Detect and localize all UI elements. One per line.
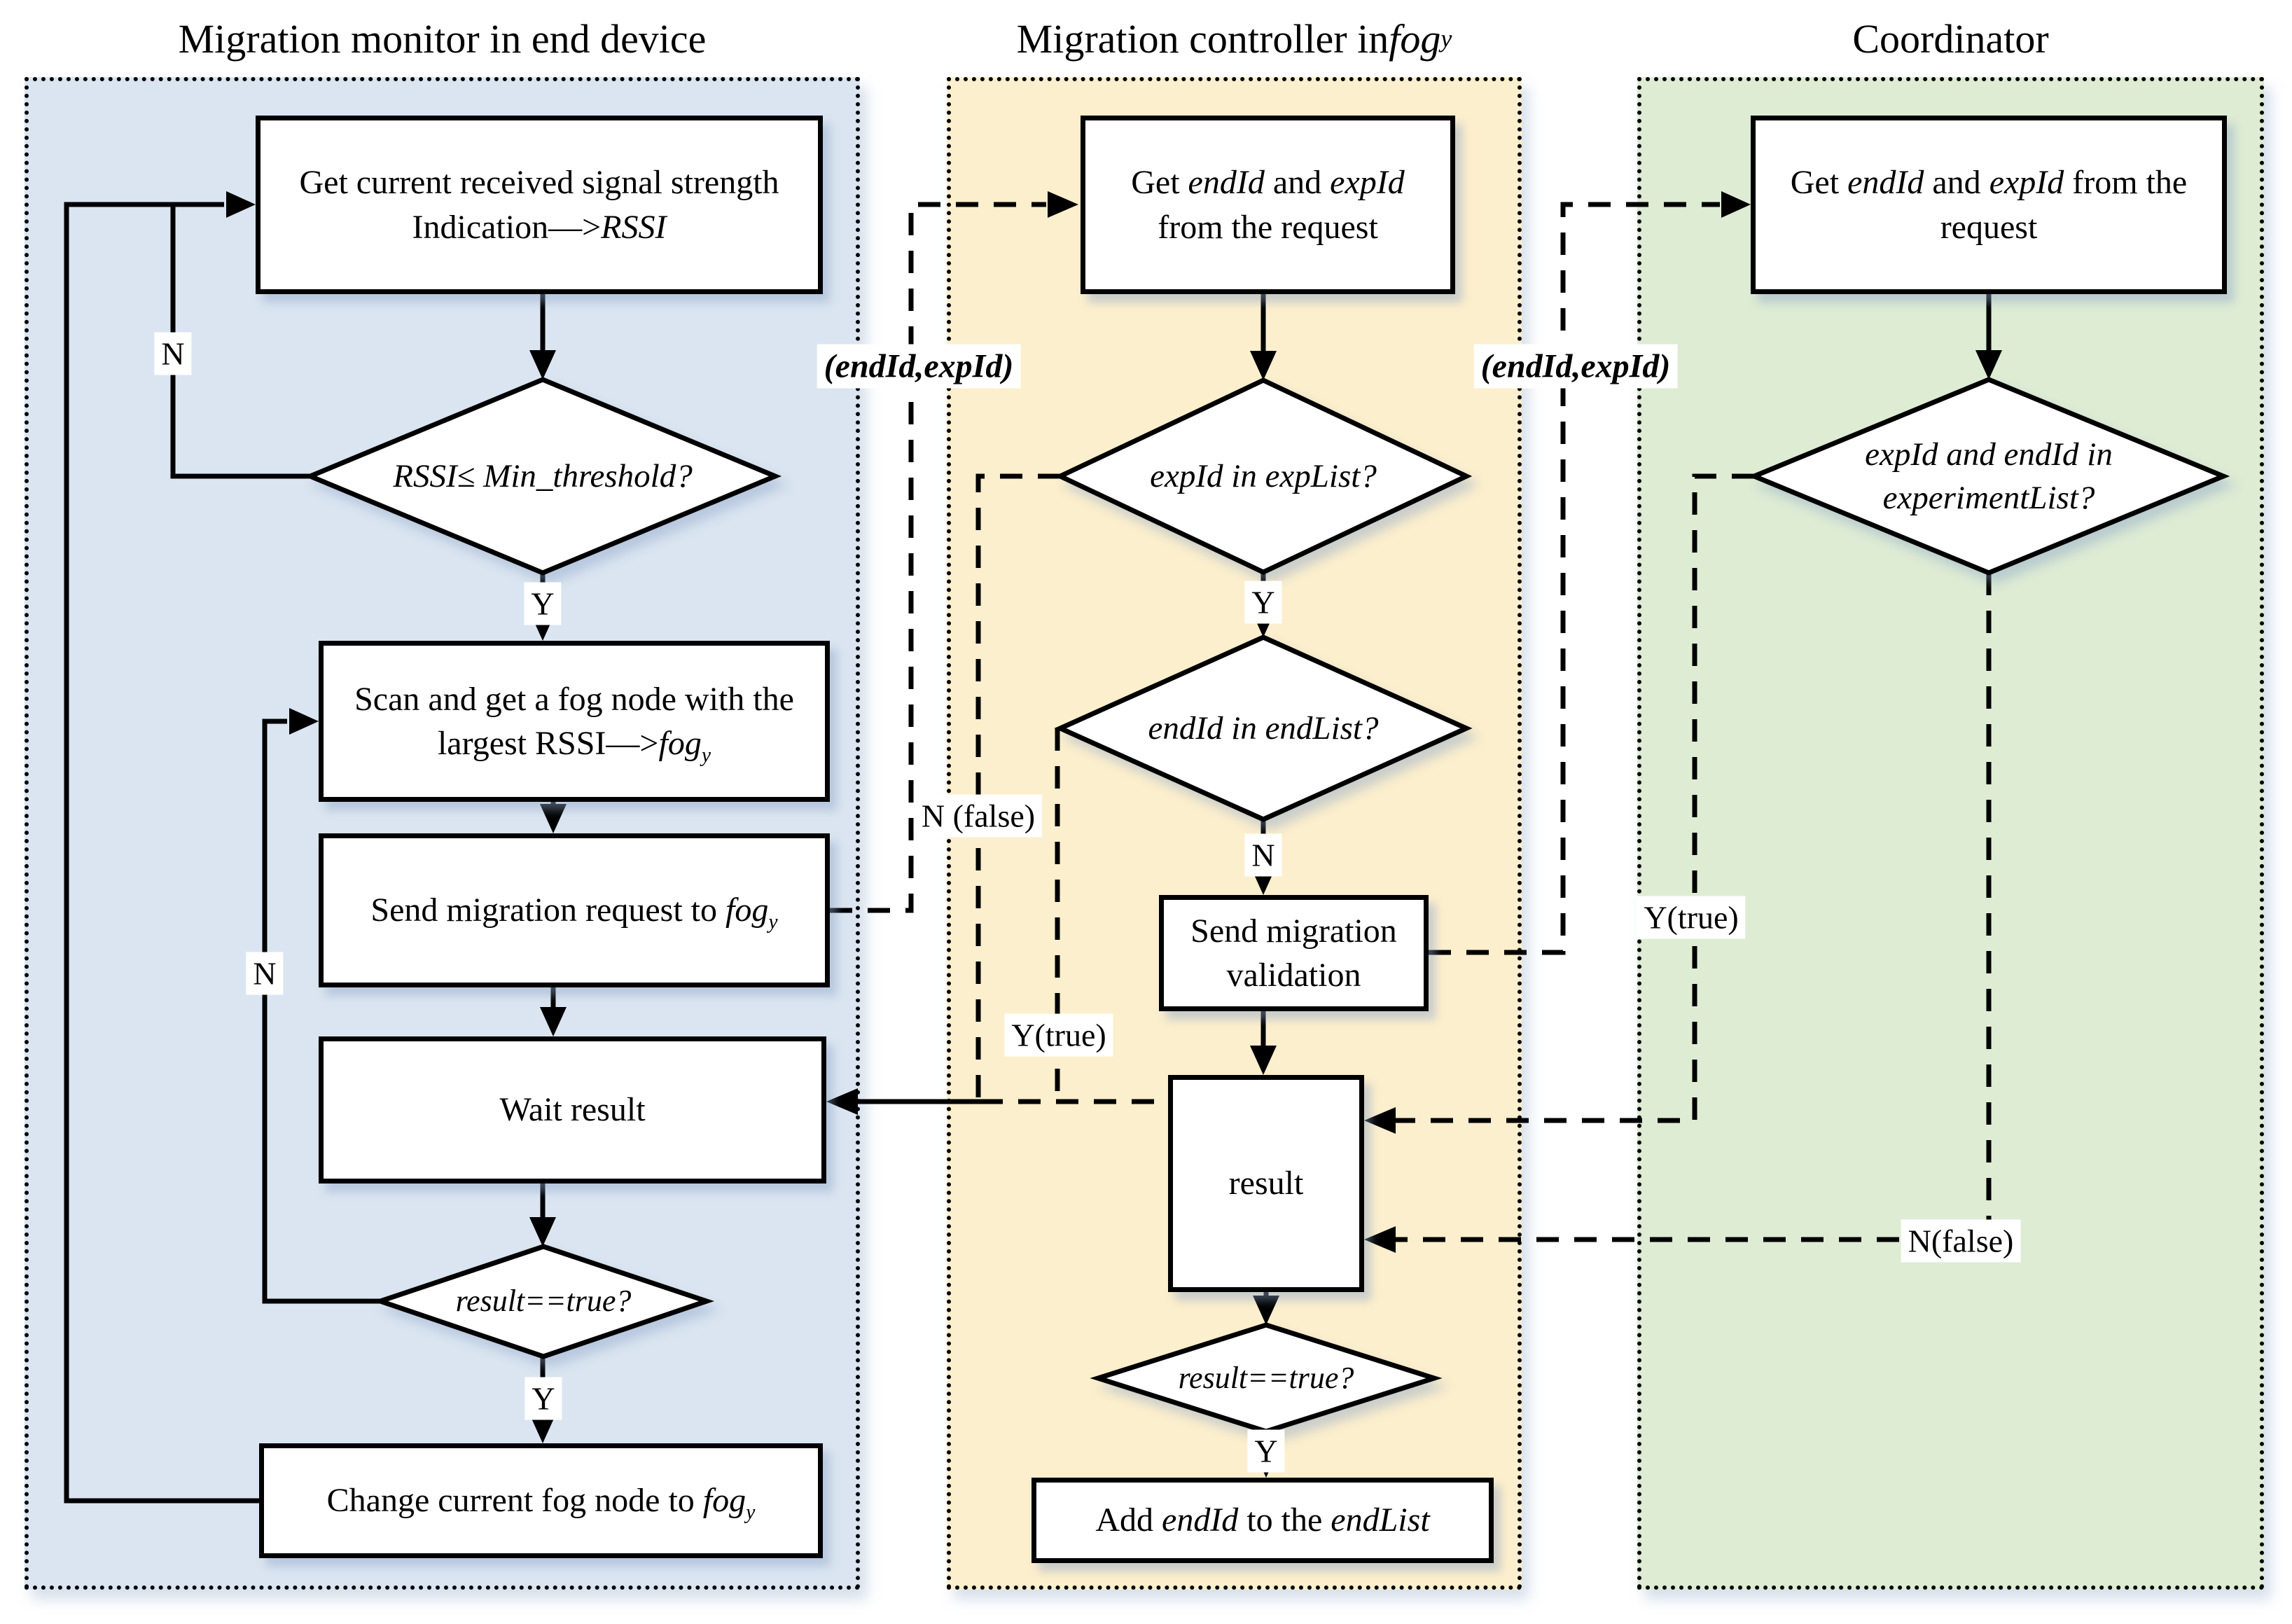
process-get-ids-controller: Get endId and expId from the request: [1081, 116, 1455, 294]
edge-experimentlist-nfalse: [1396, 573, 1992, 1242]
arrowhead-loop-into-get-rssi: [226, 191, 256, 218]
decision-endid-in-endlist-shape: [1054, 634, 1473, 822]
edge-label-resulttrue-yes-controller: Y: [1247, 1429, 1285, 1473]
process-send-migration-request: Send migration request to fogy: [319, 833, 830, 987]
arrowhead-into-result: [1250, 1046, 1277, 1075]
decision-expid-in-explist: expId in expList?: [1060, 380, 1466, 572]
lane-title-monitor: Migration monitor in end device: [178, 15, 707, 62]
arrowhead-loop-into-scan: [289, 708, 319, 735]
decision-result-true-monitor-shape: [373, 1244, 714, 1359]
arrowhead-into-wait-right: [826, 1088, 858, 1115]
process-add-endid: Add endId to the endList: [1032, 1478, 1494, 1563]
arrowhead-nfalse-into-result: [1364, 1226, 1396, 1253]
process-get-ids-controller-label: Get endId and expId from the request: [1131, 164, 1405, 246]
edge-label-endlist-ytrue: Y(true): [1004, 1013, 1113, 1057]
decision-result-true-controller-label: result==true?: [1178, 1360, 1354, 1395]
edge-label-validation-params: (endId,expId): [1473, 344, 1678, 389]
decision-expid-in-explist-label: expId in expList?: [1150, 457, 1377, 494]
decision-result-true-monitor-label: result==true?: [455, 1284, 632, 1319]
arrowhead-into-coordinator-getids: [1721, 191, 1751, 218]
edge-threshold-no-loop: [170, 204, 310, 479]
process-get-ids-coordinator-label: Get endId and expId from the request: [1790, 164, 2188, 246]
decision-ids-in-experimentlist-shape: [1747, 377, 2230, 576]
process-scan-fog-node-label: Scan and get a fog node with the largest…: [354, 680, 794, 767]
arrowhead-into-threshold: [529, 350, 556, 380]
decision-endid-in-endlist-label: endId in endList?: [1148, 709, 1379, 747]
arrowhead-into-explist: [1250, 351, 1277, 380]
process-result-label: result: [1228, 1165, 1304, 1202]
lane-title-coordinator: Coordinator: [1852, 15, 2049, 62]
process-change-fog-node: Change current fog node to fogy: [259, 1443, 823, 1558]
process-change-fog-node-label: Change current fog node to fogy: [326, 1482, 756, 1524]
edge-label-explist-yes: Y: [1244, 581, 1282, 624]
decision-result-true-controller: result==true?: [1098, 1325, 1434, 1431]
process-wait-result-label: Wait result: [499, 1091, 646, 1129]
process-send-migration-validation: Send migration validation: [1159, 895, 1429, 1011]
decision-endid-in-endlist: endId in endList?: [1060, 637, 1466, 819]
edge-label-experimentlist-ytrue: Y(true): [1637, 896, 1746, 939]
edge-resulttrue-no-loop: [262, 719, 380, 1304]
edge-label-threshold-no: N: [154, 332, 192, 375]
process-get-ids-coordinator: Get endId and expId from the request: [1751, 116, 2227, 294]
process-result: result: [1168, 1075, 1364, 1292]
arrowhead-into-send-request: [540, 804, 567, 833]
arrowhead-into-resulttrue-monitor: [529, 1217, 556, 1247]
edge-label-experimentlist-nfalse: N(false): [1901, 1219, 2021, 1263]
edge-explist-nfalse: [975, 473, 1060, 1102]
edge-label-resulttrue-no-monitor: N: [246, 952, 284, 995]
edge-label-request-params: (endId,expId): [817, 344, 1021, 389]
process-send-migration-validation-label: Send migration validation: [1190, 912, 1397, 994]
arrowhead-ytrue-into-result: [1364, 1107, 1396, 1134]
edge-label-endlist-no: N: [1244, 833, 1282, 877]
arrowhead-into-wait: [540, 1007, 567, 1036]
lane-coordinator: [1637, 77, 2264, 1590]
arrowhead-into-resulttrue-controller: [1253, 1296, 1279, 1325]
edge-validation-message: [1429, 202, 1720, 955]
edge-label-threshold-yes: Y: [524, 582, 562, 625]
decision-expid-in-explist-shape: [1054, 377, 1473, 575]
edge-migration-request-message: [830, 202, 1046, 913]
decision-rssi-threshold-shape: [303, 377, 782, 576]
process-add-endid-label: Add endId to the endList: [1095, 1501, 1430, 1539]
process-wait-result: Wait result: [319, 1036, 826, 1184]
arrowhead-into-change-node: [529, 1414, 556, 1443]
decision-result-true-monitor: result==true?: [380, 1247, 707, 1356]
edge-label-resulttrue-yes-monitor: Y: [525, 1377, 562, 1420]
arrowhead-into-controller-getids: [1048, 191, 1078, 218]
arrowhead-into-experimentlist: [1975, 350, 2002, 380]
process-get-rssi: Get current received signal strength Ind…: [256, 116, 823, 294]
edge-change-node-loop: [64, 202, 259, 1504]
process-scan-fog-node: Scan and get a fog node with the largest…: [319, 641, 830, 802]
process-get-rssi-label: Get current received signal strength Ind…: [299, 164, 779, 246]
decision-rssi-threshold: RSSI≤ Min_threshold?: [310, 380, 775, 573]
edge-experimentlist-ytrue: [1396, 473, 1754, 1123]
process-send-migration-request-label: Send migration request to fogy: [370, 891, 778, 934]
edge-label-explist-nfalse: N (false): [914, 794, 1043, 838]
decision-rssi-threshold-label: RSSI≤ Min_threshold?: [393, 457, 693, 494]
